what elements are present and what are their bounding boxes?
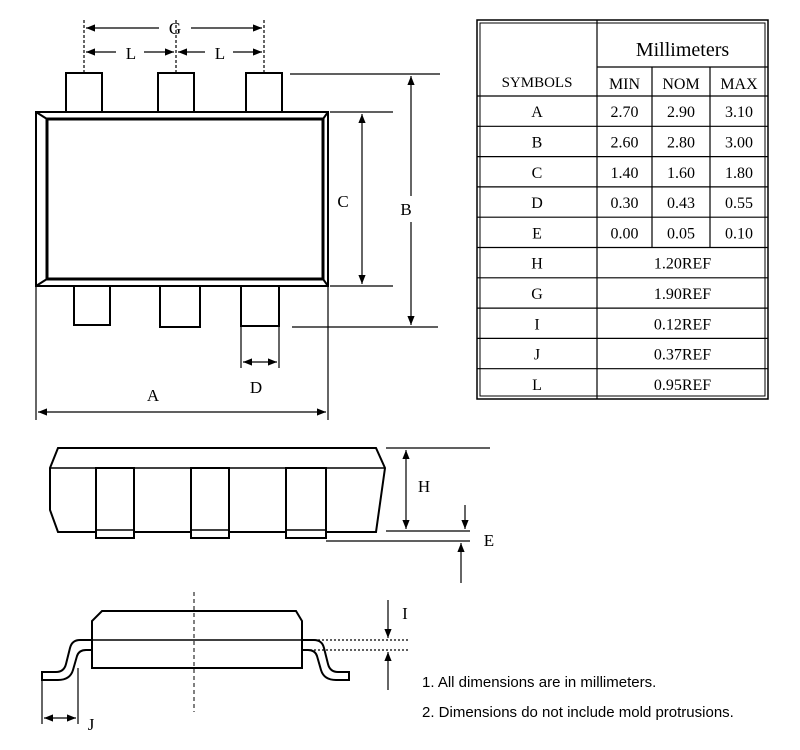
table-col-header: NOM xyxy=(662,76,699,93)
top-lead-1 xyxy=(65,72,103,116)
table-cell-nom: 2.80 xyxy=(667,134,695,151)
end-lead-left xyxy=(41,639,92,681)
side-lead-1 xyxy=(95,467,135,539)
table-cell-symbol: C xyxy=(532,165,543,182)
table-cell-min: 1.40 xyxy=(611,165,639,182)
bottom-lead-3 xyxy=(240,284,280,327)
table-cell-ref: 0.12REF xyxy=(654,316,711,333)
table-cell-symbol: D xyxy=(531,195,543,212)
table-cell-min: 0.30 xyxy=(611,195,639,212)
table-group-header: Millimeters xyxy=(636,39,730,61)
table-cell-max: 0.55 xyxy=(725,195,753,212)
table-cell-max: 3.10 xyxy=(725,104,753,121)
top-view xyxy=(35,72,329,328)
notes: 1. All dimensions are in millimeters. 2.… xyxy=(422,674,734,721)
table-col-header: MAX xyxy=(720,76,758,93)
table-cell-nom: 0.43 xyxy=(667,195,695,212)
table-cell-symbol: L xyxy=(532,377,542,394)
table-cell-nom: 2.90 xyxy=(667,104,695,121)
table-cell-min: 0.00 xyxy=(611,225,639,242)
label-G: G xyxy=(169,19,181,38)
table-border-outer xyxy=(476,19,769,400)
top-lead-2 xyxy=(157,72,195,116)
table-cell-symbol: A xyxy=(531,104,543,121)
package-body-outer xyxy=(35,111,329,287)
label-A: A xyxy=(147,386,160,405)
table-cell-symbol: G xyxy=(531,286,543,303)
table-border-inner xyxy=(479,22,766,397)
end-lead-right xyxy=(302,639,350,681)
bottom-lead-1 xyxy=(73,284,111,326)
table-cell-symbol: J xyxy=(534,347,540,364)
label-I: I xyxy=(402,604,408,623)
top-view-labels: G L L C B A D xyxy=(126,19,412,405)
table-cell-max: 1.80 xyxy=(725,165,753,182)
label-H: H xyxy=(418,477,430,496)
label-C: C xyxy=(337,192,348,211)
side-view-labels: H E xyxy=(418,477,494,550)
table-cell-min: 2.60 xyxy=(611,134,639,151)
label-B: B xyxy=(400,200,411,219)
table-cell-nom: 1.60 xyxy=(667,165,695,182)
side-lead-3 xyxy=(285,467,327,539)
table-cell-symbol: B xyxy=(532,134,543,151)
table-cell-max: 0.10 xyxy=(725,225,753,242)
table-cell-ref: 0.95REF xyxy=(654,377,711,394)
label-E: E xyxy=(484,531,494,550)
label-J: J xyxy=(88,715,95,734)
table-cell-ref: 1.90REF xyxy=(654,286,711,303)
end-view xyxy=(41,592,350,712)
table-symbols-header: SYMBOLS xyxy=(502,75,573,91)
table-cell-symbol: E xyxy=(532,225,542,242)
table-cell-max: 3.00 xyxy=(725,134,753,151)
note-1: 1. All dimensions are in millimeters. xyxy=(422,674,656,691)
end-view-labels: I J xyxy=(88,604,408,734)
table-cell-nom: 0.05 xyxy=(667,225,695,242)
package-body-inner xyxy=(45,117,325,281)
label-L-left: L xyxy=(126,44,136,63)
side-view xyxy=(49,447,387,539)
side-view-dimensions xyxy=(326,447,490,583)
top-lead-3 xyxy=(245,72,283,116)
end-view-dimensions xyxy=(41,600,408,724)
table-cell-symbol: H xyxy=(531,256,543,273)
table-cell-ref: 1.20REF xyxy=(654,256,711,273)
label-D: D xyxy=(250,378,262,397)
table-cell-ref: 0.37REF xyxy=(654,347,711,364)
top-view-dimensions xyxy=(35,20,440,420)
table-cell-min: 2.70 xyxy=(611,104,639,121)
table-cell-symbol: I xyxy=(534,316,539,333)
note-2: 2. Dimensions do not include mold protru… xyxy=(422,704,734,721)
label-L-right: L xyxy=(215,44,225,63)
table-col-header: MIN xyxy=(609,76,641,93)
side-lead-2 xyxy=(190,467,230,539)
bottom-lead-2 xyxy=(159,284,201,328)
